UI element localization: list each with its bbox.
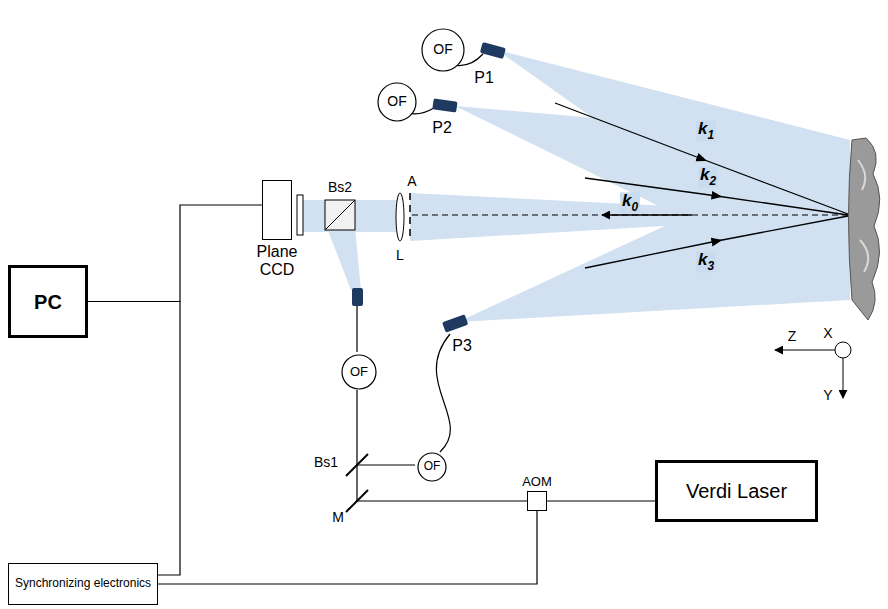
part-label: P3 xyxy=(452,338,472,354)
axis-arrow xyxy=(843,358,844,398)
signal-wire xyxy=(158,511,537,584)
signal-wire xyxy=(88,302,180,576)
optical-axis xyxy=(412,215,848,216)
part-label: P1 xyxy=(474,70,494,86)
sync-electronics-box: Synchronizing electronics xyxy=(8,563,158,605)
part-label: Bs2 xyxy=(328,180,352,194)
optical-fibres xyxy=(344,31,483,479)
fibre-coil: OF xyxy=(341,354,377,390)
part-label: Bs1 xyxy=(314,455,338,469)
part-label: Z xyxy=(788,329,797,343)
computer-box: PC xyxy=(8,265,88,338)
fibre-coil: OF xyxy=(377,82,417,122)
part-label: A xyxy=(407,174,416,188)
laser-box: Verdi Laser xyxy=(655,460,818,522)
node-label: AOM xyxy=(522,475,552,489)
node-label: PC xyxy=(34,291,62,313)
sample xyxy=(849,138,880,320)
axis-arrow xyxy=(775,350,835,351)
part-label: X xyxy=(823,326,832,340)
part-label: P2 xyxy=(432,120,452,136)
node-label: OF xyxy=(433,42,452,57)
node-label: OF xyxy=(387,94,406,109)
beam-splitter xyxy=(346,454,368,476)
fibre-coil: OF xyxy=(421,28,465,72)
wave-vector-label: k1 xyxy=(696,120,716,141)
node-label: Plane CCD xyxy=(247,243,307,278)
beam-splitter xyxy=(325,200,355,230)
mirror xyxy=(346,490,368,512)
part-label: L xyxy=(396,248,404,262)
signal-wire xyxy=(88,205,262,302)
node-label: Verdi Laser xyxy=(686,480,787,502)
fibre-head xyxy=(352,42,506,333)
wave-vector-label: k3 xyxy=(696,251,716,272)
beam-splitter xyxy=(325,200,355,230)
wave-vector-label: k0 xyxy=(620,192,640,213)
laser-beam xyxy=(357,390,527,501)
fibre-coil: OF xyxy=(417,452,447,482)
lens xyxy=(396,193,404,241)
wave-vector xyxy=(555,103,848,214)
ccd-camera: Plane CCD xyxy=(262,180,292,240)
wave-vector xyxy=(585,216,848,268)
node-label: Synchronizing electronics xyxy=(15,577,151,590)
node-label: OF xyxy=(350,365,368,379)
sample-texture xyxy=(858,160,868,272)
wave-vector-label: k2 xyxy=(698,166,718,187)
part-label: M xyxy=(332,510,344,524)
part-label: Y xyxy=(823,388,832,402)
aom-box: AOM xyxy=(527,491,547,511)
signal-wire xyxy=(547,500,655,501)
aperture xyxy=(409,193,411,241)
node-label: OF xyxy=(424,460,441,473)
ccd-window xyxy=(297,195,303,235)
wave-vector xyxy=(602,214,692,216)
axis-origin xyxy=(835,342,851,358)
light-beams xyxy=(303,50,850,322)
